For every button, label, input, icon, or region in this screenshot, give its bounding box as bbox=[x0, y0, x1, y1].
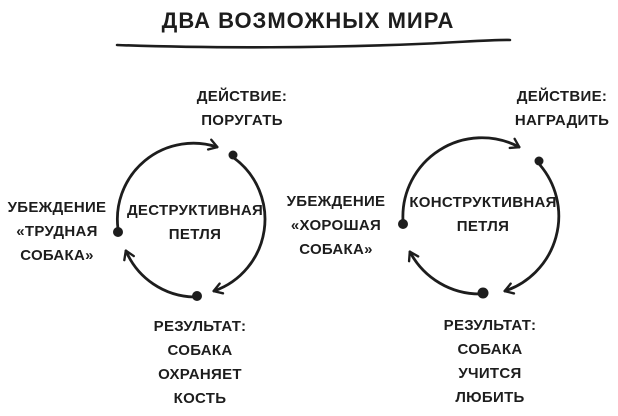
page-title: ДВА ВОЗМОЖНЫХ МИРА bbox=[161, 8, 455, 33]
destructive-loop-circle bbox=[113, 138, 267, 301]
constructive-loop-circle bbox=[398, 136, 561, 299]
result-label: РЕЗУЛЬТАТ: СОБАКА УЧИТСЯ ЛЮБИТЬ ДРУГИХ С… bbox=[443, 317, 537, 416]
loop-name-label: ДЕСТРУКТИВНАЯ ПЕТЛЯ bbox=[126, 202, 264, 243]
arc-result-to-belief bbox=[123, 249, 196, 299]
arc-action-to-result bbox=[212, 156, 267, 295]
result-node-dot bbox=[192, 291, 202, 301]
action-label: ДЕЙСТВИЕ: ПОРУГАТЬ bbox=[196, 88, 288, 129]
belief-node-dot bbox=[113, 227, 123, 237]
result-label: РЕЗУЛЬТАТ: СОБАКА ОХРАНЯЕТ КОСТЬ bbox=[153, 318, 247, 407]
result-node-dot bbox=[477, 287, 489, 299]
belief-node-dot bbox=[398, 219, 408, 229]
arc-belief-to-action bbox=[401, 136, 521, 223]
action-node-dot bbox=[534, 156, 544, 166]
action-node-dot bbox=[228, 150, 238, 160]
action-label: ДЕЙСТВИЕ: НАГРАДИТЬ bbox=[514, 88, 610, 129]
title-underline-stroke bbox=[115, 38, 512, 49]
belief-label: УБЕЖДЕНИЕ «ХОРОШАЯ СОБАКА» bbox=[286, 193, 386, 258]
arc-belief-to-action bbox=[116, 138, 219, 231]
belief-label: УБЕЖДЕНИЕ «ТРУДНАЯ СОБАКА» bbox=[7, 199, 107, 264]
loop-name-label: КОНСТРУКТИВНАЯ ПЕТЛЯ bbox=[409, 194, 557, 235]
arc-result-to-belief bbox=[407, 250, 483, 296]
arc-action-to-result bbox=[503, 163, 561, 295]
